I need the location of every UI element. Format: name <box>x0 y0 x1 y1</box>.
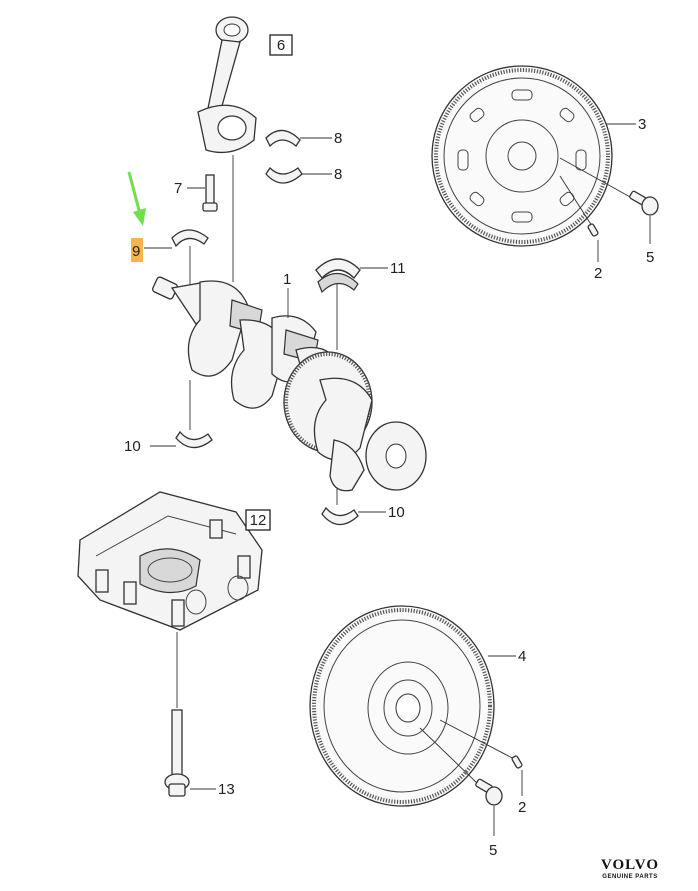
thrust-bearing-lower <box>317 272 359 294</box>
callout-8b-label: 8 <box>334 166 342 183</box>
rod-bolt-head <box>202 202 218 212</box>
guide-flywheel-bolt <box>419 727 479 785</box>
flywheel-dowel[interactable] <box>511 755 523 769</box>
balancer-gear <box>139 548 201 594</box>
main-bearing-upper[interactable] <box>171 229 209 248</box>
rod-bearing-upper[interactable] <box>265 129 301 148</box>
balancer-mount <box>209 519 223 539</box>
flexplate-dowel-pin <box>587 223 599 237</box>
flexplate-hub-bore <box>507 141 537 171</box>
balance-shaft-module[interactable] <box>77 491 263 631</box>
callout-2b-label: 2 <box>518 799 526 816</box>
flywheel-dowel-pin <box>511 755 523 769</box>
flywheel-hub-inner <box>383 679 433 737</box>
balancer-shaft-end <box>227 575 249 601</box>
callout-12[interactable]: 12 <box>245 509 271 531</box>
guide-flexplate-dowel <box>559 175 593 227</box>
balancer-gear-face <box>147 557 193 583</box>
flexplate-slot <box>469 191 485 207</box>
rod-bearing-lower[interactable] <box>265 166 303 184</box>
flywheel-bolt-head <box>485 786 503 806</box>
rod-bearing-upper-shell <box>265 129 301 148</box>
main-bearing-lower-front[interactable] <box>175 430 213 449</box>
crank-flange-bore <box>385 443 407 469</box>
flexplate-inner-ring <box>443 77 601 235</box>
flexplate-hub <box>485 119 559 193</box>
callout-4-label: 4 <box>518 648 526 665</box>
callout-10a-label: 10 <box>124 438 141 455</box>
callout-10b-label: 10 <box>388 504 405 521</box>
callout-12-label: 12 <box>250 512 267 529</box>
flexplate-disc <box>431 65 613 247</box>
balancer-bolt-head <box>168 783 186 797</box>
flywheel-hub-outer <box>367 661 449 755</box>
rod-big-end-bore <box>217 115 247 141</box>
thrust-bearing-upper <box>315 258 361 279</box>
main-bearing-lower-front-shell <box>175 430 213 449</box>
flywheel-friction-face <box>323 619 481 793</box>
callout-9-label: 9 <box>132 243 140 260</box>
callout-9[interactable]: 9 <box>131 238 172 262</box>
crankshaft[interactable] <box>151 276 427 492</box>
brand-tagline: GENUINE PARTS <box>602 874 657 880</box>
main-bearing-lower-rear-shell <box>321 506 359 526</box>
flywheel-center-bore <box>395 693 421 723</box>
flexplate[interactable] <box>431 65 613 247</box>
flexplate-bolt[interactable] <box>629 190 659 216</box>
flexplate-slot <box>511 211 533 223</box>
flexplate-dowel[interactable] <box>587 223 599 237</box>
rod-small-end-bore <box>223 23 241 37</box>
balancer-mount <box>95 569 109 593</box>
flywheel[interactable] <box>309 605 495 807</box>
flexplate-bolt-head <box>641 196 659 216</box>
rod-bolt-shank <box>205 174 215 206</box>
flywheel-ring-gear <box>312 608 492 804</box>
callout-1-label: 1 <box>283 271 291 288</box>
callout-9-highlight <box>131 238 143 262</box>
balancer-mount <box>123 581 137 605</box>
callout-5b-label: 5 <box>489 842 497 859</box>
green-arrow-icon <box>127 171 146 226</box>
guide-flexplate-bolt <box>559 157 633 199</box>
rod-bolt[interactable] <box>202 174 218 212</box>
callout-8a-label: 8 <box>334 130 342 147</box>
volvo-logo: VOLVO GENUINE PARTS <box>601 857 659 880</box>
balancer-bolt-shank <box>171 709 183 777</box>
callout-11-label: 11 <box>390 260 406 277</box>
balancer-mount <box>171 599 185 627</box>
rod-bearing-lower-shell <box>265 166 303 184</box>
connecting-rod[interactable] <box>197 16 257 154</box>
main-bearing-lower-rear[interactable] <box>321 506 359 526</box>
flexplate-slot <box>469 107 485 123</box>
callout-7-label: 7 <box>174 180 182 197</box>
callout-6-label: 6 <box>277 37 285 54</box>
callout-6[interactable]: 6 <box>269 34 293 56</box>
callout-6-box <box>269 34 293 56</box>
flexplate-slot <box>457 149 469 171</box>
balancer-bolt[interactable] <box>164 709 190 797</box>
flexplate-ring-gear <box>434 68 610 244</box>
callout-3-label: 3 <box>638 116 646 133</box>
flexplate-slot <box>559 107 575 123</box>
flexplate-slot <box>511 89 533 101</box>
crank-counterweight <box>329 439 365 492</box>
callout-12-box <box>245 509 271 531</box>
brand-name: VOLVO <box>601 857 659 873</box>
flywheel-bolt[interactable] <box>475 778 503 806</box>
callout-5a-label: 5 <box>646 249 654 266</box>
callout-13-label: 13 <box>218 781 235 798</box>
callout-2a-label: 2 <box>594 265 602 282</box>
balancer-shaft-end <box>185 589 207 615</box>
thrust-bearing[interactable] <box>315 258 361 294</box>
main-bearing-upper-shell <box>171 229 209 248</box>
guide-flywheel-dowel <box>439 719 517 761</box>
balancer-mount <box>237 555 251 579</box>
